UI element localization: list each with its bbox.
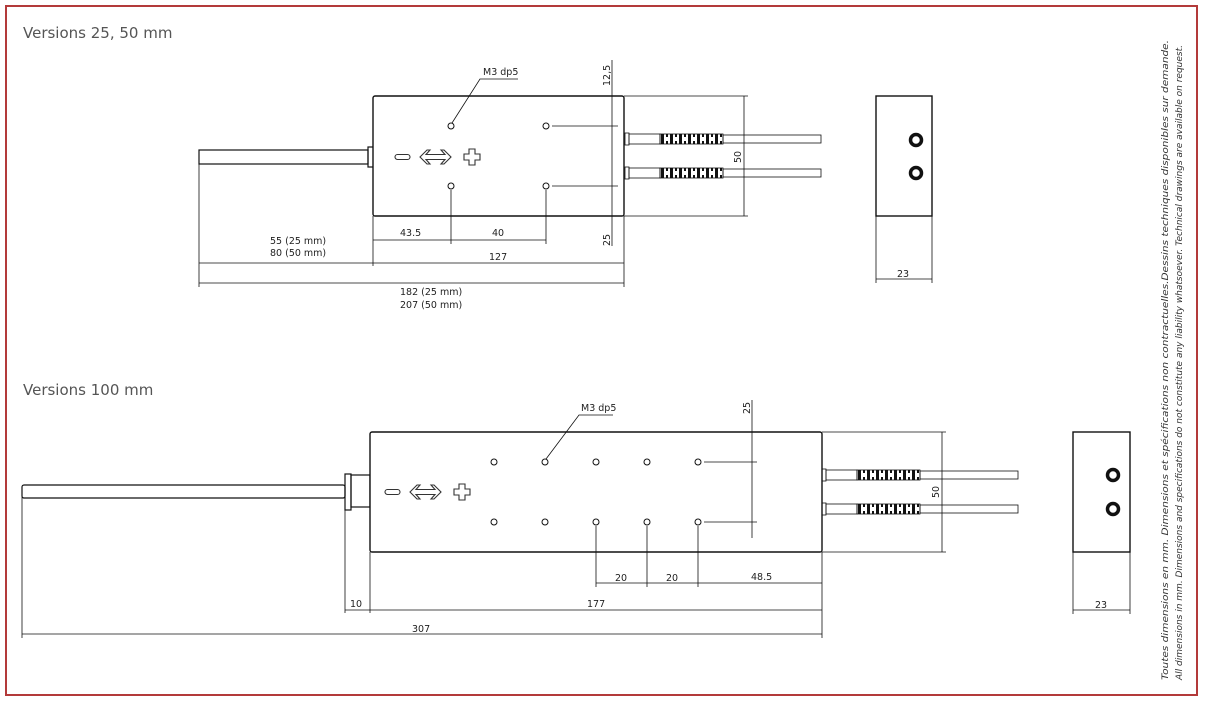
dim-25: 25	[602, 234, 613, 246]
side-view	[1072, 431, 1131, 553]
mounting-holes	[490, 458, 702, 526]
dim-10: 10	[350, 599, 362, 610]
dim-side: 23	[897, 269, 909, 280]
dim-20a: 20	[615, 573, 627, 584]
dim-body: 177	[587, 599, 605, 610]
shaft	[21, 484, 346, 499]
mounting-holes	[447, 122, 550, 190]
dim-43-5: 43.5	[400, 228, 421, 239]
dim-50: 50	[931, 486, 942, 498]
side-view	[875, 95, 933, 217]
bottom-view-title: Versions 100 mm	[23, 381, 153, 399]
dim-total-25: 182 (25 mm)	[400, 287, 462, 298]
note-en: All dimensions in mm. Dimensions and spe…	[1175, 45, 1185, 681]
port-icon	[908, 132, 924, 148]
dim-50: 50	[733, 151, 744, 163]
dim-48-5: 48.5	[751, 572, 772, 583]
hole-label: M3 dp5	[483, 67, 518, 78]
dim-12-5: 12,5	[602, 65, 613, 86]
motor-body	[372, 95, 625, 217]
top-view: Versions 25, 50 mm M3 dp5 12,5 25 50 43.…	[23, 24, 933, 311]
shaft-collar	[350, 474, 371, 508]
connector-cable	[624, 132, 822, 146]
connector-cable	[624, 166, 822, 180]
dim-shaft-50: 80 (50 mm)	[270, 248, 326, 259]
dim-shaft-25: 55 (25 mm)	[270, 236, 326, 247]
dim-body: 127	[489, 252, 507, 263]
shaft-collar	[344, 473, 352, 511]
top-view-title: Versions 25, 50 mm	[23, 24, 172, 42]
drawing-frame	[5, 5, 1198, 696]
port-icon	[1105, 467, 1121, 483]
port-icon	[908, 165, 924, 181]
note-fr: Toutes dimensions en mm. Dimensions et s…	[1160, 40, 1171, 680]
dim-total: 307	[412, 624, 430, 635]
port-icon	[1105, 501, 1121, 517]
hole-label: M3 dp5	[581, 403, 616, 414]
connector-cable	[821, 468, 1019, 482]
bottom-view: Versions 100 mm M3 dp5 25 50 20 20 48.5 …	[21, 381, 1131, 638]
shaft	[198, 149, 369, 165]
dim-total-50: 207 (50 mm)	[400, 300, 462, 311]
dim-40: 40	[492, 228, 504, 239]
dim-25: 25	[742, 402, 753, 414]
dim-side: 23	[1095, 600, 1107, 611]
connector-cable	[821, 502, 1019, 516]
dim-20b: 20	[666, 573, 678, 584]
